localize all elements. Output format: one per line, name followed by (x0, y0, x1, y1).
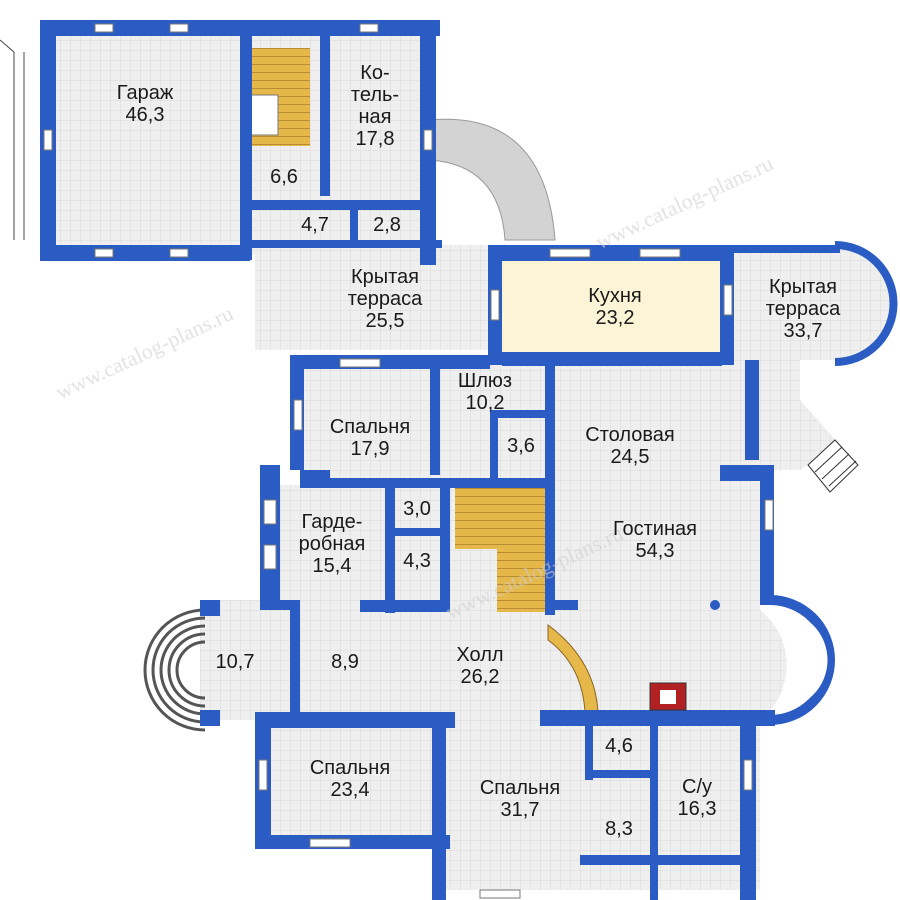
dining-name: Столовая (585, 424, 675, 446)
label-wardrobe: Гарде- робная 15,4 (282, 511, 382, 577)
closet1-area: 3,6 (507, 435, 535, 457)
label-bedroom-2: Спальня 23,4 (290, 757, 410, 801)
boiler-area: 17,8 (355, 128, 395, 150)
watermark-1: www.catalog-plans.ru (52, 300, 237, 404)
label-bathroom: С/у 16,3 (662, 776, 732, 820)
closet2-area: 3,0 (403, 498, 431, 520)
terrace-stairs-icon (807, 439, 859, 493)
bedroom2-area: 23,4 (330, 779, 370, 801)
label-closet-1: 3,6 (496, 435, 546, 457)
wardrobe-area: 15,4 (312, 555, 352, 577)
label-store-1: 6,6 (254, 166, 314, 188)
terrace-west-area: 25,5 (365, 310, 405, 332)
bedroom3-name: Спальня (479, 777, 561, 799)
label-airlock: Шлюз 10,2 (445, 370, 525, 414)
closet5-area: 8,3 (605, 818, 633, 840)
living-name: Гостиная (613, 518, 697, 540)
vestibule-area: 10,7 (215, 651, 255, 673)
store3-area: 2,8 (373, 214, 401, 236)
label-closet-3: 4,3 (392, 550, 442, 572)
bedroom3-area: 31,7 (500, 799, 540, 821)
garage-name: Гараж (116, 82, 174, 104)
entrance-steps (143, 608, 206, 732)
column-icon (710, 600, 720, 610)
airlock-name: Шлюз (457, 370, 513, 392)
label-vestibule: 10,7 (205, 651, 265, 673)
label-bedroom-1: Спальня 17,9 (310, 416, 430, 460)
terrace-arc (834, 241, 898, 366)
closet3-area: 4,3 (403, 550, 431, 572)
staircases (249, 48, 599, 713)
label-bedroom-3: Спальня 31,7 (460, 777, 580, 821)
label-store-3: 2,8 (357, 214, 417, 236)
label-store-2: 4,7 (285, 214, 345, 236)
curved-ramp (429, 118, 556, 241)
label-terrace-west: Крытая терраса 25,5 (330, 266, 440, 332)
wardrobe-name-2: робная (298, 533, 366, 555)
corridor-area: 8,9 (331, 651, 359, 673)
dining-area: 24,5 (610, 446, 650, 468)
boiler-name-2: тель- (350, 84, 400, 106)
store1-area: 6,6 (270, 166, 298, 188)
bedroom2-name: Спальня (309, 757, 391, 779)
bathroom-name: С/у (682, 776, 712, 798)
label-closet-5: 8,3 (594, 818, 644, 840)
kitchen-name: Кухня (588, 285, 642, 307)
label-closet-2: 3,0 (392, 498, 442, 520)
terrace-east-name-2: терраса (765, 298, 841, 320)
boiler-name-3: ная (358, 106, 392, 128)
label-living: Гостиная 54,3 (585, 518, 725, 562)
terrace-east-name-1: Крытая (768, 276, 838, 298)
kitchen-area: 23,2 (595, 307, 635, 329)
label-dining: Столовая 24,5 (560, 424, 700, 468)
closet4-area: 4,6 (605, 735, 633, 757)
label-hall: Холл 26,2 (435, 644, 525, 688)
bedroom1-area: 17,9 (350, 438, 390, 460)
wardrobe-name-1: Гарде- (301, 511, 363, 533)
label-terrace-east: Крытая терраса 33,7 (748, 276, 858, 342)
garage-door-icon (0, 39, 25, 240)
bathroom-area: 16,3 (677, 798, 717, 820)
label-boiler: Ко- тель- ная 17,8 (330, 62, 420, 150)
terrace-west-name-2: терраса (347, 288, 423, 310)
hall-area: 26,2 (460, 666, 500, 688)
windows (43, 23, 774, 899)
store2-area: 4,7 (301, 214, 329, 236)
watermark-3: www.catalog-plans.ru (592, 150, 777, 254)
label-closet-4: 4,6 (594, 735, 644, 757)
label-garage: Гараж 46,3 (105, 82, 185, 126)
label-corridor: 8,9 (315, 651, 375, 673)
bay-window (769, 595, 835, 725)
airlock-area: 10,2 (465, 392, 505, 414)
garage-area: 46,3 (125, 104, 165, 126)
terrace-west-name-1: Крытая (350, 266, 420, 288)
terrace-east-area: 33,7 (783, 320, 823, 342)
bedroom1-name: Спальня (329, 416, 411, 438)
boiler-name-1: Ко- (360, 62, 390, 84)
hall-name: Холл (456, 644, 504, 666)
label-kitchen: Кухня 23,2 (565, 285, 665, 329)
kitchen-floor (495, 250, 735, 355)
living-area: 54,3 (635, 540, 675, 562)
